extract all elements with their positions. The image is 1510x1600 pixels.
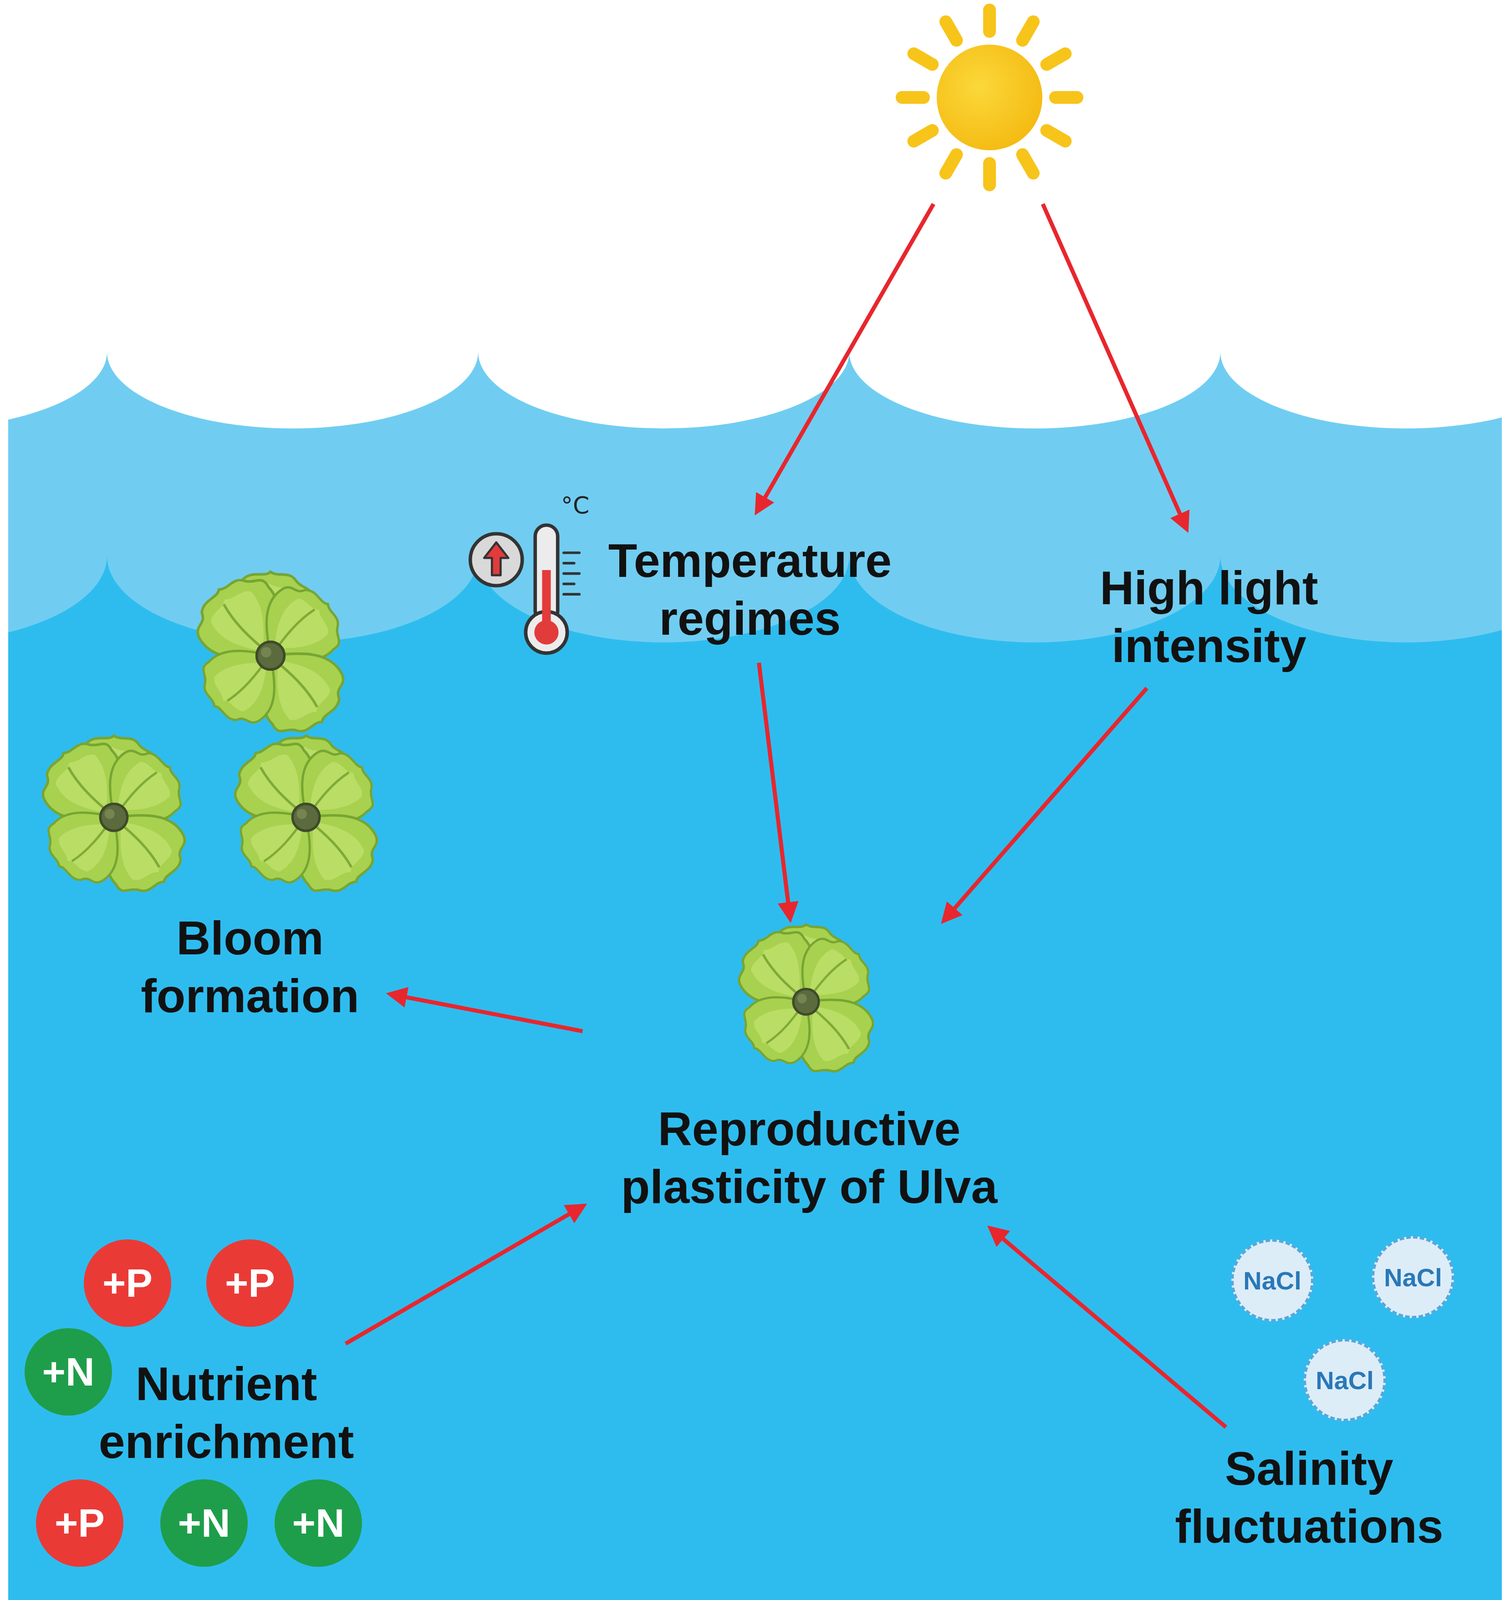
sun-ray bbox=[902, 91, 924, 104]
unit-label: °C bbox=[561, 491, 590, 520]
ulva-thallus bbox=[725, 917, 888, 1087]
factor-label: Reproductive plasticity of Ulva bbox=[590, 927, 1028, 1224]
circle-text: +P bbox=[54, 1499, 105, 1547]
thermometer-icon bbox=[470, 525, 580, 653]
sun-ray bbox=[1022, 21, 1034, 41]
sun-ray bbox=[1055, 91, 1077, 104]
nitrogen-circle: +N bbox=[160, 1479, 248, 1567]
water-band-light bbox=[8, 351, 1502, 1600]
salt-circle: NaCl bbox=[1303, 1339, 1386, 1422]
sun-ray bbox=[983, 163, 996, 185]
sun-ray bbox=[1022, 154, 1034, 174]
factor-label: High light intensity bbox=[1063, 551, 1355, 683]
salt-circle: NaCl bbox=[1372, 1236, 1454, 1319]
circle-text: NaCl bbox=[1315, 1365, 1374, 1396]
node-text: Nutrient enrichment bbox=[85, 1355, 368, 1471]
node-text: Temperature regimes bbox=[595, 531, 905, 648]
influence-arrow bbox=[390, 994, 583, 1032]
factor-label: Bloom formation bbox=[117, 902, 383, 1033]
circle-text: +P bbox=[224, 1260, 276, 1307]
influence-arrow bbox=[943, 688, 1147, 921]
sun-ray bbox=[983, 10, 996, 32]
circle-text: +N bbox=[292, 1499, 345, 1547]
sun-ray bbox=[1046, 130, 1066, 142]
influence-arrow bbox=[345, 1205, 584, 1344]
sun-ray bbox=[913, 130, 933, 142]
phosphorus-circle: +P bbox=[35, 1479, 124, 1567]
factor-label: Temperature regimes bbox=[586, 524, 914, 655]
node-text: Salinity fluctuations bbox=[1158, 1439, 1460, 1556]
phosphorus-circle: +P bbox=[83, 1239, 172, 1327]
node-text: High light intensity bbox=[1072, 559, 1346, 675]
sun-arrow bbox=[1042, 204, 1187, 530]
ulva-bloom-cluster bbox=[28, 564, 392, 907]
sun-ray bbox=[913, 53, 933, 65]
nitrogen-circle: +N bbox=[24, 1328, 113, 1416]
circle-text: +N bbox=[178, 1499, 231, 1547]
circle-text: +N bbox=[42, 1348, 95, 1396]
phosphorus-circle: +P bbox=[206, 1239, 294, 1327]
sun-arrow bbox=[756, 204, 934, 512]
factor-label: Salinity fluctuations bbox=[1149, 1432, 1469, 1563]
salt-circle: NaCl bbox=[1231, 1239, 1314, 1322]
influence-arrow bbox=[990, 1228, 1226, 1428]
circle-text: NaCl bbox=[1383, 1262, 1443, 1293]
node-text: Bloom formation bbox=[127, 909, 373, 1026]
circle-text: NaCl bbox=[1243, 1265, 1302, 1296]
node-text: Reproductive plasticity of Ulva bbox=[599, 1100, 1019, 1216]
sun-ray bbox=[945, 154, 957, 174]
water-body bbox=[8, 556, 1502, 1600]
sun-ray bbox=[945, 21, 957, 41]
influence-arrow bbox=[759, 663, 791, 920]
nitrogen-circle: +N bbox=[274, 1479, 363, 1567]
sun-icon bbox=[902, 10, 1077, 185]
sun-ray bbox=[1046, 53, 1066, 65]
factor-label: Nutrient enrichment bbox=[76, 1347, 377, 1479]
circle-text: +P bbox=[102, 1260, 153, 1307]
